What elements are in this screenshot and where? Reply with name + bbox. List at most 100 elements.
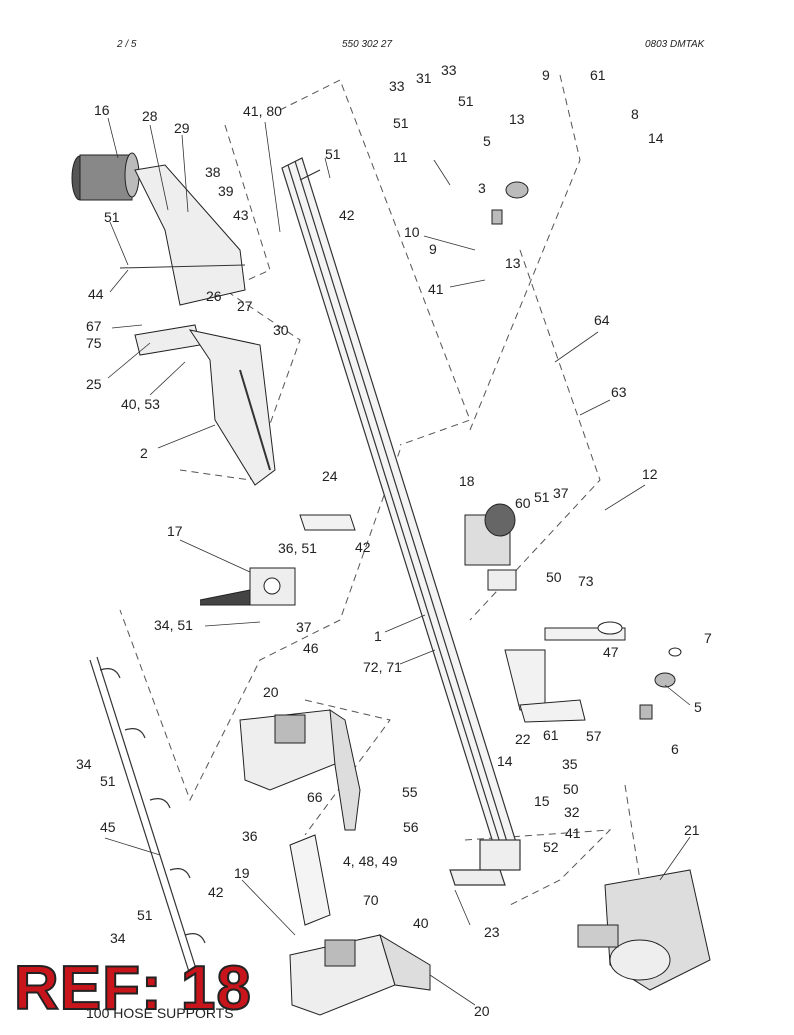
callout: 18 [459, 473, 475, 489]
callout: 51 [534, 489, 550, 505]
callout: 51 [393, 115, 409, 131]
callout: 42 [208, 884, 224, 900]
pulley-parts [491, 181, 682, 720]
callout: 29 [174, 120, 190, 136]
callout: 11 [393, 149, 408, 165]
callout: 34, 51 [154, 617, 193, 633]
callout: 14 [648, 130, 664, 146]
hose-support-rail [89, 656, 206, 976]
callout: 40, 53 [121, 396, 160, 412]
dashed-group-outlines [119, 74, 641, 906]
callout: 70 [363, 892, 379, 908]
callout: 67 [86, 318, 102, 334]
callout: 52 [543, 839, 559, 855]
hose-carriage-upper [239, 709, 361, 831]
callout: 41 [428, 281, 444, 297]
motor-18 [464, 503, 517, 591]
callout: 37 [553, 485, 569, 501]
callout: 38 [205, 164, 221, 180]
callout: 36 [242, 828, 258, 844]
callout: 14 [497, 753, 513, 769]
callout: 41, 80 [243, 103, 282, 119]
plate-24 [299, 514, 356, 531]
callout: 51 [325, 146, 341, 162]
callout: 51 [104, 209, 120, 225]
callout: 9 [429, 241, 437, 257]
callout: 72, 71 [363, 659, 402, 675]
callout: 26 [206, 288, 222, 304]
part-number: 550 302 27 [342, 39, 393, 50]
hose-carriage-lower [289, 933, 431, 1016]
bracket-47 [504, 621, 626, 723]
callout: 19 [234, 865, 250, 881]
callout: 8 [631, 106, 639, 122]
callout: 9 [542, 67, 550, 83]
callout: 34 [110, 930, 126, 946]
callout: 66 [307, 789, 323, 805]
callout: 31 [416, 70, 432, 86]
callout: 12 [642, 466, 658, 482]
callout: 20 [263, 684, 279, 700]
callout: 50 [563, 781, 579, 797]
callout: 51 [100, 773, 116, 789]
callout: 73 [578, 573, 594, 589]
callout: 43 [233, 207, 249, 223]
cover-70 [289, 834, 331, 926]
callout: 7 [704, 630, 712, 646]
callout: 5 [694, 699, 702, 715]
callout: 4, 48, 49 [343, 853, 398, 869]
callout: 47 [603, 644, 619, 660]
callout: 40 [413, 915, 429, 931]
callout: 36, 51 [278, 540, 317, 556]
callout: 2 [140, 445, 148, 461]
callout: 64 [594, 312, 610, 328]
callout: 34 [76, 756, 92, 772]
hose-reel [71, 152, 246, 306]
callout: 17 [167, 523, 183, 539]
callout: 46 [303, 640, 319, 656]
callout: 25 [86, 376, 102, 392]
callout: 44 [88, 286, 104, 302]
callout: 30 [273, 322, 289, 338]
ref-badge: REF: 18 [13, 954, 252, 1023]
callout: 75 [86, 335, 102, 351]
callout: 60 [515, 495, 531, 511]
leader-lines [104, 117, 691, 1006]
callout: 13 [509, 111, 525, 127]
callout: 10 [404, 224, 420, 240]
callout-labels: 16 28 29 38 39 43 51 44 26 27 67 75 30 2… [76, 62, 712, 1019]
callout: 61 [590, 67, 606, 83]
document-code: 0803 DMTAK [645, 39, 705, 50]
callout: 1 [374, 628, 382, 644]
callout: 15 [534, 793, 550, 809]
callout: 37 [296, 619, 312, 635]
callout: 13 [505, 255, 521, 271]
callout: 41 [565, 825, 581, 841]
callout: 33 [389, 78, 405, 94]
callout: 21 [684, 822, 700, 838]
page-number: 2 / 5 [117, 39, 137, 50]
callout: 28 [142, 108, 158, 124]
callout: 22 [515, 731, 531, 747]
callout: 27 [237, 298, 253, 314]
callout: 63 [611, 384, 627, 400]
callout: 16 [94, 102, 110, 118]
callout: 20 [474, 1003, 490, 1019]
callout: 50 [546, 569, 562, 585]
callout: 57 [586, 728, 602, 744]
callout: 35 [562, 756, 578, 772]
carriage-plate [134, 324, 276, 486]
callout: 61 [543, 727, 559, 743]
callout: 23 [484, 924, 500, 940]
callout: 5 [483, 133, 491, 149]
callout: 42 [355, 539, 371, 555]
cylinder-21 [577, 869, 711, 991]
callout: 6 [671, 741, 679, 757]
main-rail [281, 157, 521, 886]
callout: 42 [339, 207, 355, 223]
callout: 45 [100, 819, 116, 835]
callout: 56 [403, 819, 419, 835]
callout: 39 [218, 183, 234, 199]
callout: 24 [322, 468, 338, 484]
